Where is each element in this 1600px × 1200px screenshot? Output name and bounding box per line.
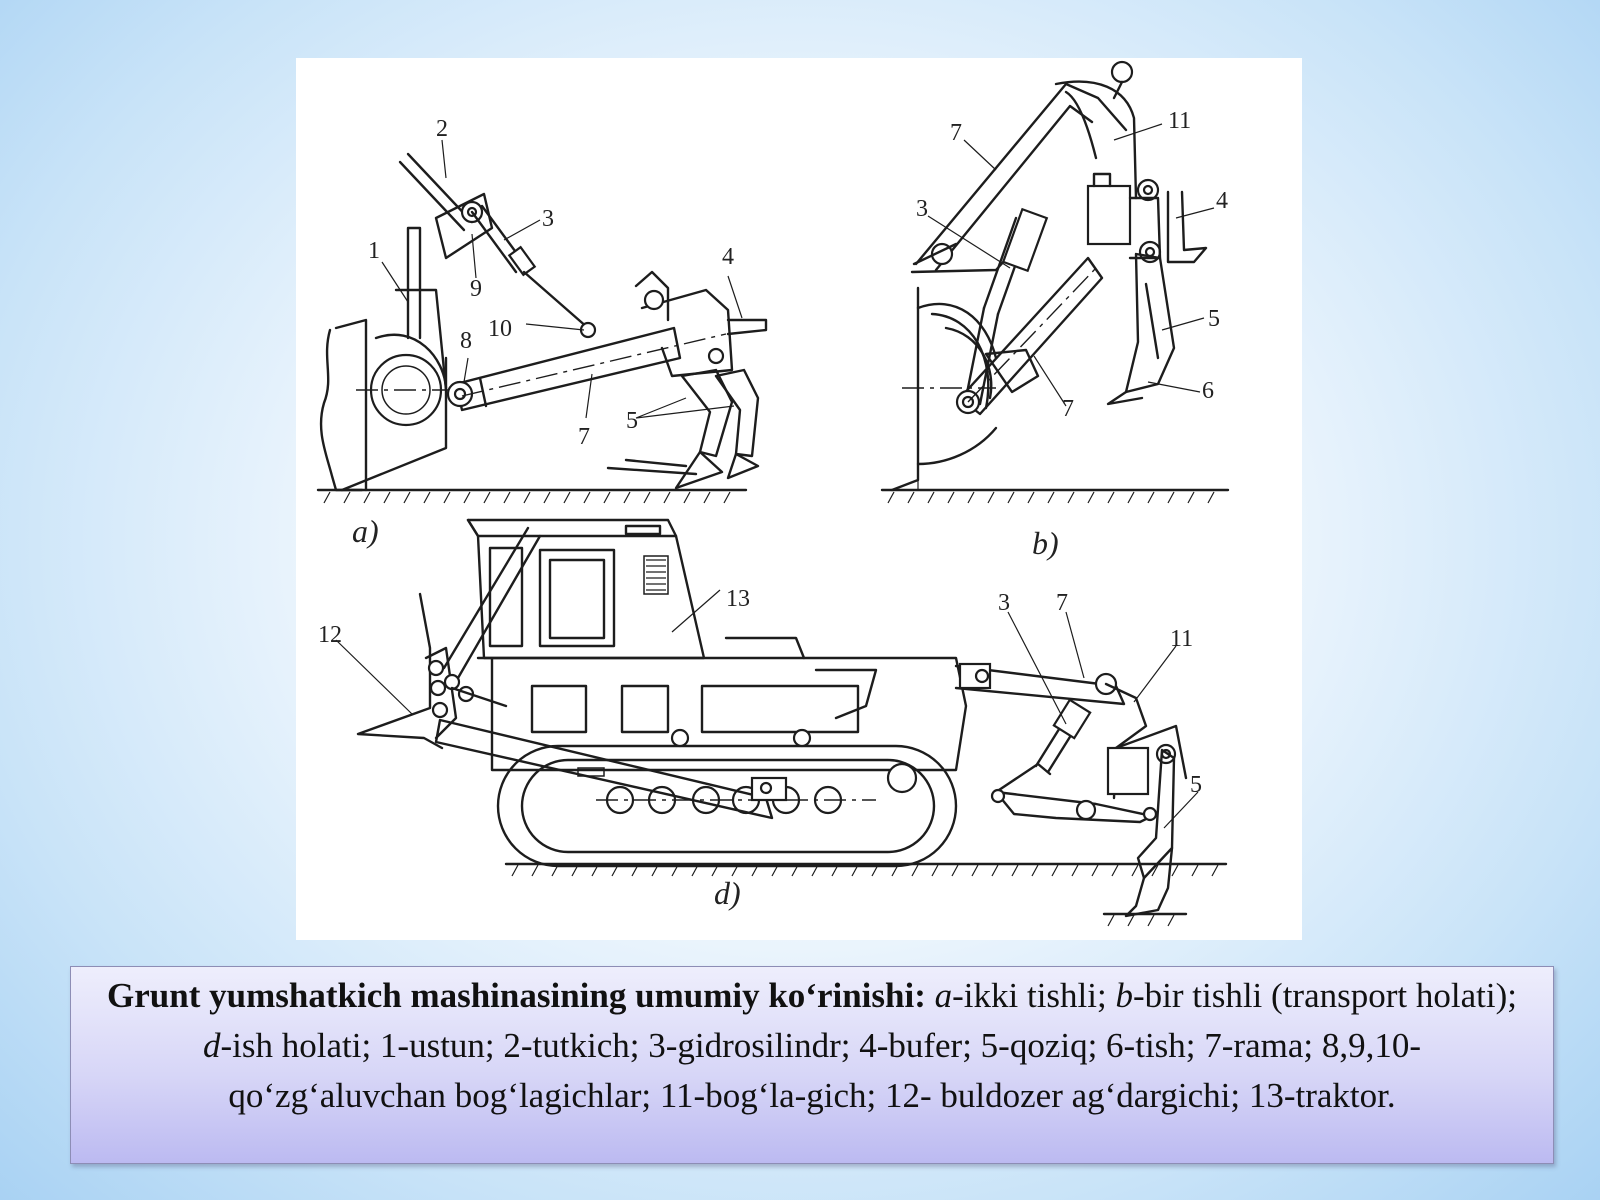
- label-a4: 4: [722, 244, 734, 270]
- label-a1: 1: [368, 238, 380, 264]
- caption-text-b: -bir tishli (transport holati);: [1132, 976, 1517, 1015]
- caption-text-a: -ikki tishli;: [952, 976, 1116, 1015]
- label-d3: 3: [998, 590, 1010, 616]
- caption-letter-a: a: [934, 976, 953, 1015]
- caption-letter-b: b: [1115, 976, 1133, 1015]
- label-b6: 6: [1202, 378, 1214, 404]
- label-a8: 8: [460, 328, 472, 354]
- label-b7-bottom: 7: [1062, 396, 1074, 422]
- view-b-single-tooth: 7 11 3 4 5 6 7 b): [880, 60, 1230, 561]
- sublabel-b: b): [1032, 525, 1059, 561]
- caption-title: Grunt yumshatkich mashinasining umumiy k…: [107, 976, 926, 1015]
- label-d12: 12: [318, 622, 342, 648]
- label-b3: 3: [916, 196, 928, 222]
- label-d13: 13: [726, 586, 750, 612]
- sublabel-a: a): [352, 513, 379, 549]
- label-a2: 2: [436, 116, 448, 142]
- view-a-two-tooth: 1 2 3 4 5 7 8 9 10 a): [316, 116, 768, 549]
- label-a10: 10: [488, 316, 512, 342]
- label-d5: 5: [1190, 772, 1202, 798]
- label-a5: 5: [626, 408, 638, 434]
- caption-letter-d: d: [203, 1026, 221, 1065]
- ripper-diagram: 1 2 3 4 5 7 8 9 10 a): [316, 60, 1230, 927]
- label-b5: 5: [1208, 306, 1220, 332]
- label-b11: 11: [1168, 108, 1191, 134]
- label-a3: 3: [542, 206, 554, 232]
- caption-text-d: -ish holati; 1-ustun; 2-tutkich; 3-gidro…: [220, 1026, 1422, 1115]
- label-d11: 11: [1170, 626, 1193, 652]
- figure-caption: Grunt yumshatkich mashinasining umumiy k…: [70, 966, 1554, 1164]
- label-b7-top: 7: [950, 120, 962, 146]
- label-a7: 7: [578, 424, 590, 450]
- label-b4: 4: [1216, 188, 1228, 214]
- label-a9: 9: [470, 276, 482, 302]
- view-d-working-position: 12 13 3 7 11 5 d): [318, 518, 1228, 927]
- ripper-diagram-figure: 1 2 3 4 5 7 8 9 10 a): [296, 58, 1302, 940]
- sublabel-d: d): [714, 875, 741, 911]
- label-d7: 7: [1056, 590, 1068, 616]
